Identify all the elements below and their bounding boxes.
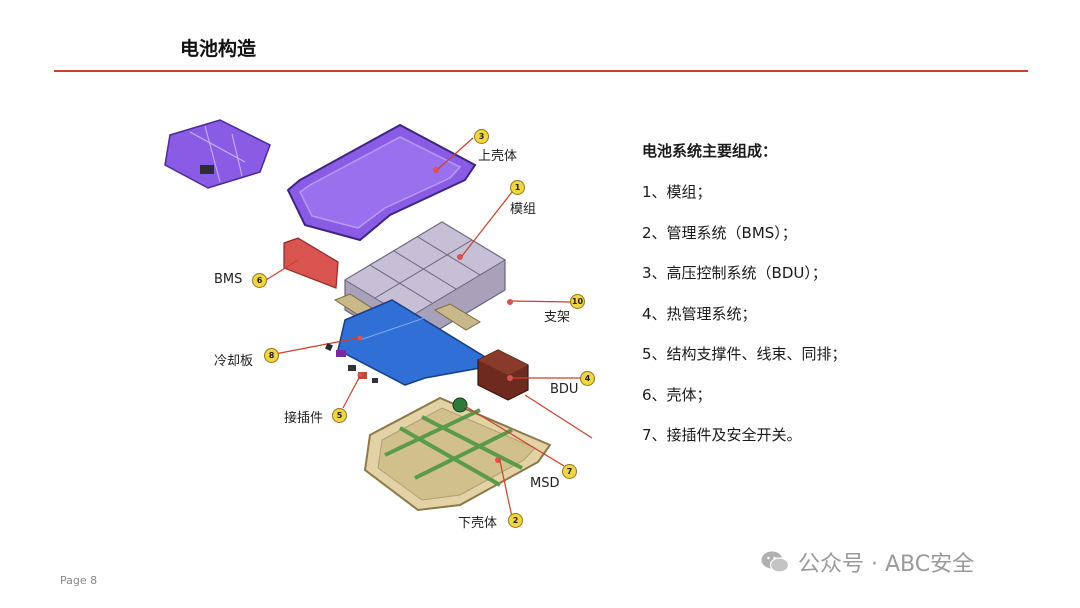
callout-badge: 7: [562, 464, 577, 479]
callout-label-bracket: 支架: [544, 310, 571, 325]
callout-label-module: 模组: [510, 202, 537, 217]
composition-item: 5、结构支撑件、线束、同排；: [642, 345, 847, 363]
page-number: Page 8: [60, 574, 98, 587]
callout-label-upper-case: 上壳体: [478, 149, 518, 164]
callout-label-connector: 接插件: [284, 411, 324, 426]
composition-item: 2、管理系统（BMS）；: [642, 223, 797, 242]
composition-item: 4、热管理系统；: [642, 304, 757, 323]
watermark: 公众号 · ABC安全: [760, 546, 974, 578]
page-title: 电池构造: [180, 38, 257, 60]
composition-item: 1、模组；: [642, 183, 712, 201]
callout-badge: 5: [332, 408, 347, 423]
composition-heading: 电池系统主要组成：: [642, 142, 778, 160]
callout-badge: 4: [580, 371, 595, 386]
callout-badge: 8: [264, 348, 279, 363]
upper-case-part: [286, 123, 477, 242]
assembled-pack-thumbnail: [164, 119, 271, 189]
title-divider: [54, 70, 1028, 72]
bdu-part: [477, 349, 582, 401]
callout-label-lower-case: 下壳体: [458, 516, 498, 531]
composition-item: 7、接插件及安全开关。: [642, 426, 802, 444]
connector-part: [342, 365, 378, 409]
callout-label-bms: BMS: [214, 272, 243, 287]
callout-badge: 6: [252, 273, 267, 288]
composition-item: 3、高压控制系统（BDU）；: [642, 264, 827, 282]
callout-badge: 3: [474, 129, 489, 144]
watermark-text: 公众号 · ABC安全: [798, 552, 975, 577]
battery-exploded-diagram: 3 上壳体 1 模组 BMS 6 10 支架 冷却板 8 4 BDU 接插件 5…: [160, 110, 610, 540]
callout-badge: 10: [570, 294, 585, 309]
cooling-plate-part: [274, 299, 492, 386]
callout-label-cooling-plate: 冷却板: [214, 354, 254, 369]
callout-label-bdu: BDU: [550, 382, 579, 397]
wechat-icon: [761, 551, 790, 573]
lower-case-part: [363, 394, 593, 518]
callout-badge: 1: [510, 180, 525, 195]
bms-part: [265, 237, 339, 289]
callout-label-msd: MSD: [530, 476, 560, 491]
composition-list: 电池系统主要组成： 1、模组； 2、管理系统（BMS）； 3、高压控制系统（BD…: [642, 140, 1042, 463]
callout-badge: 2: [508, 513, 523, 528]
battery-illustration: [164, 119, 593, 518]
composition-item: 6、壳体；: [642, 385, 712, 404]
